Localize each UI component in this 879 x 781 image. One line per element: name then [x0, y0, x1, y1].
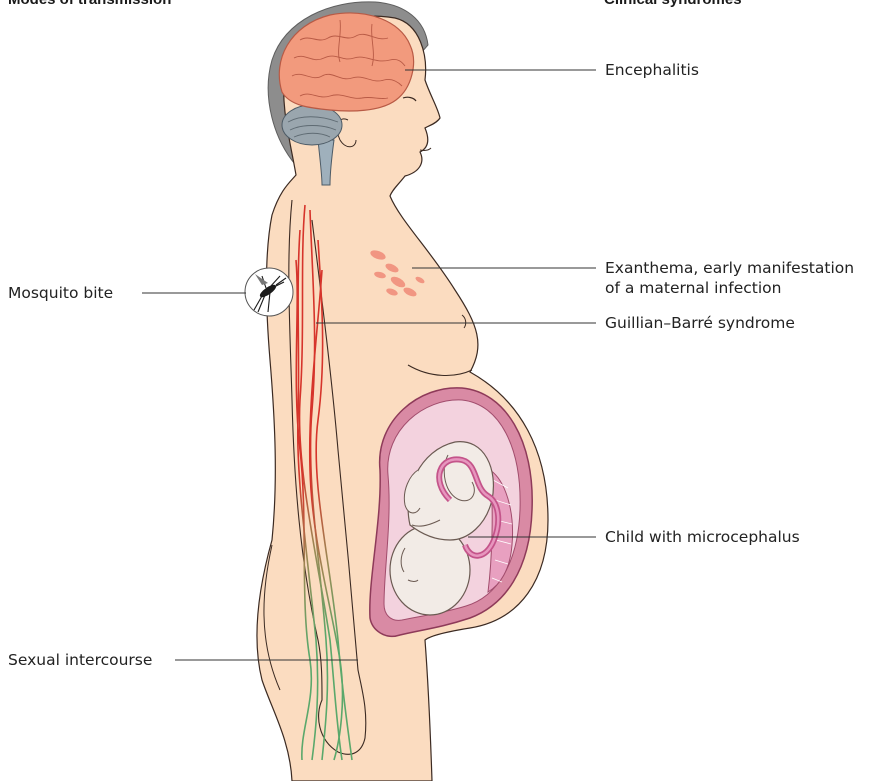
label-sexual-intercourse: Sexual intercourse — [8, 650, 152, 670]
label-mosquito-bite: Mosquito bite — [8, 283, 113, 303]
label-encephalitis: Encephalitis — [605, 60, 699, 80]
label-exanthema-line1: Exanthema, early manifestation — [605, 258, 854, 278]
header-clinical-syndromes: Clinical syndromes — [604, 0, 742, 8]
cerebellum — [282, 105, 342, 145]
label-guillain-barre: Guillian–Barré syndrome — [605, 313, 795, 333]
header-modes-of-transmission: Modes of transmission — [8, 0, 171, 8]
label-microcephaly: Child with microcephalus — [605, 527, 800, 547]
label-exanthema-line2: of a maternal infection — [605, 278, 782, 298]
